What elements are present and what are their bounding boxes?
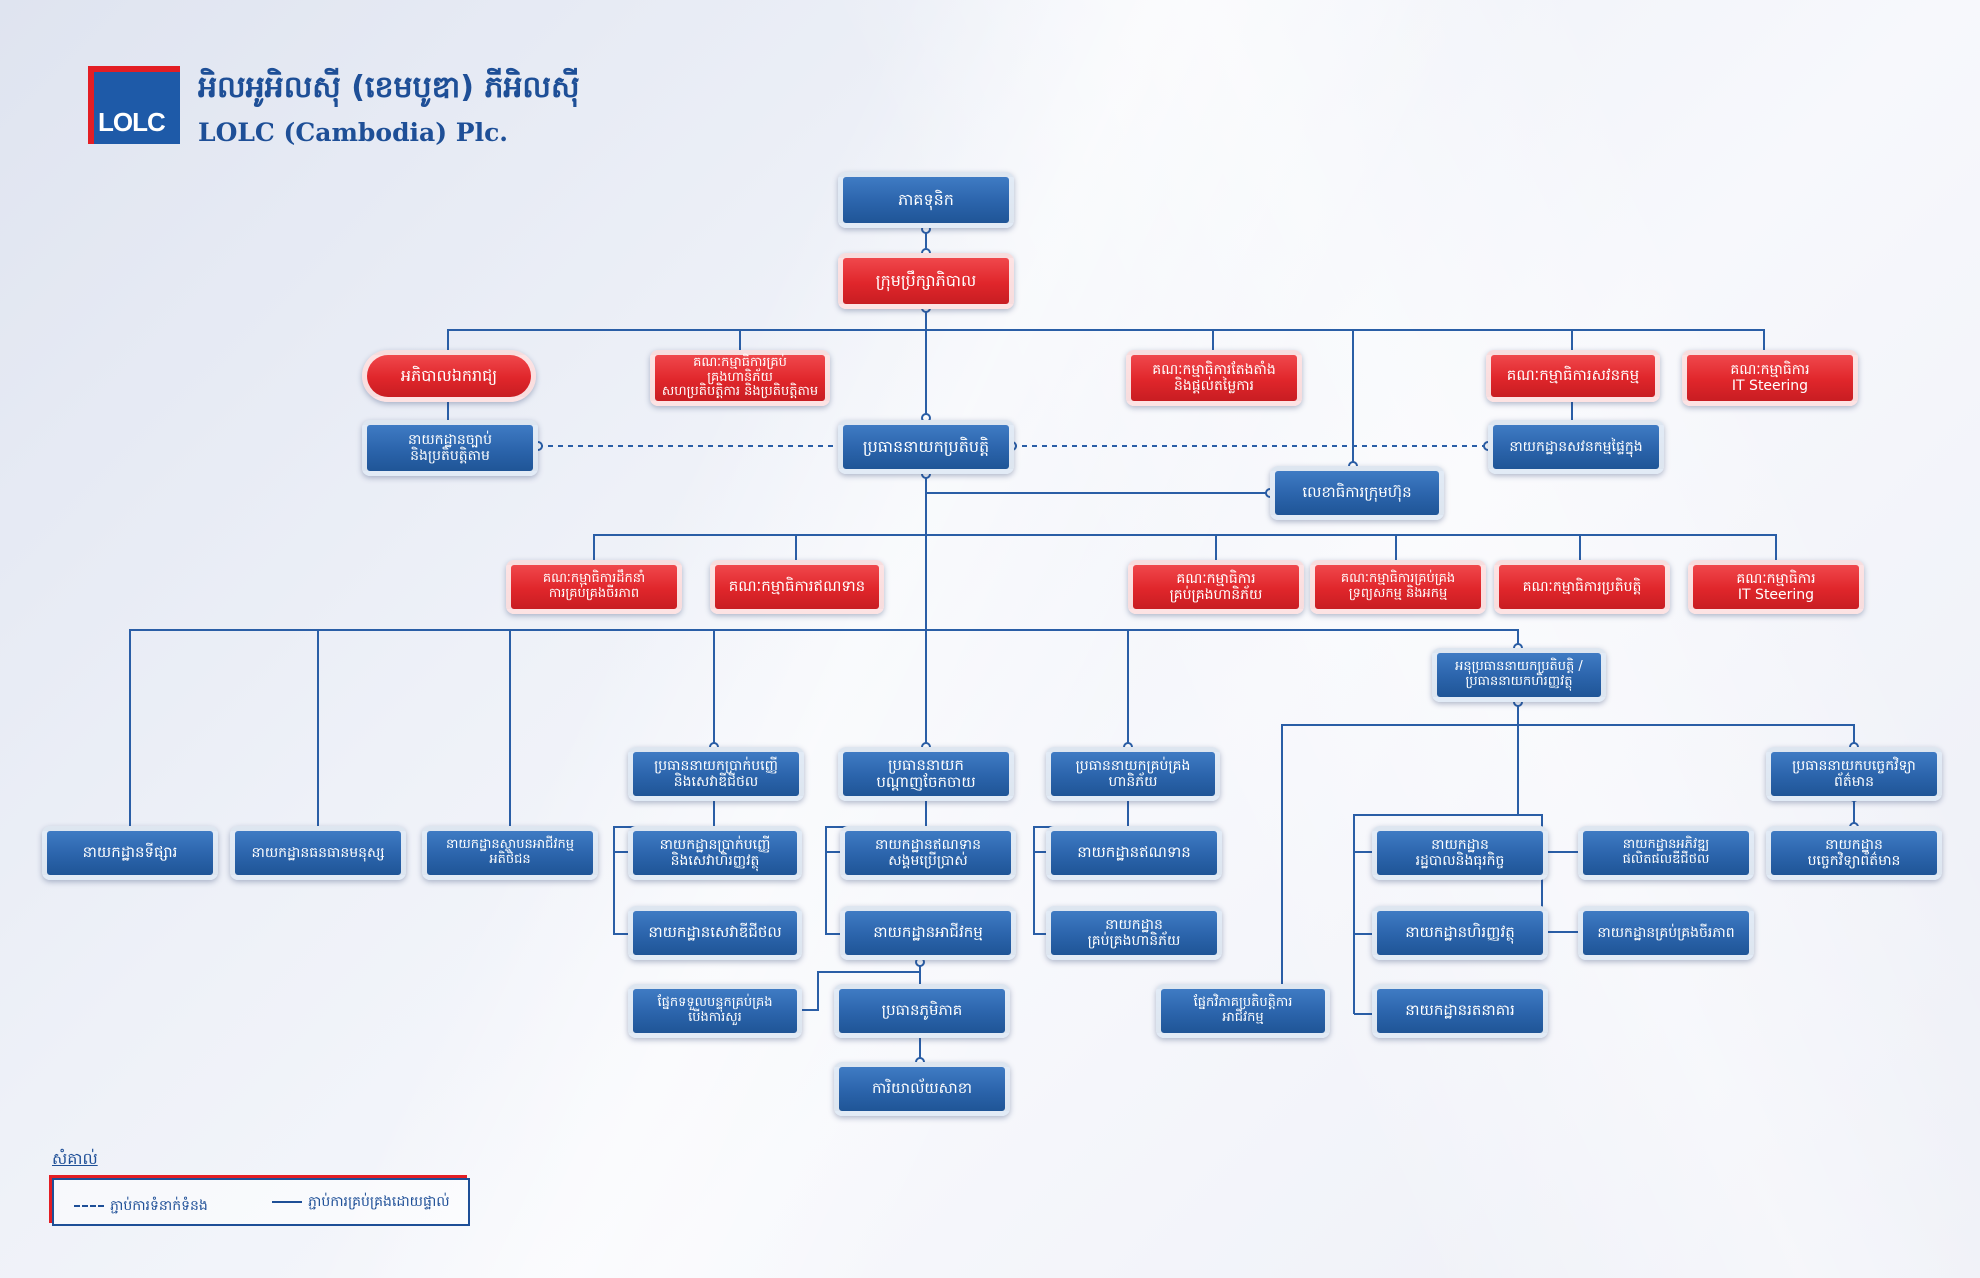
node-audit-committee[interactable]: គណៈកម្មាធិការសវនកម្ម (1486, 350, 1660, 402)
company-name-english: LOLC (Cambodia) Plc. (198, 118, 508, 147)
node-independent-director[interactable]: អភិបាលឯករាជ្យ (362, 350, 536, 402)
node-finance-dept[interactable]: នាយកដ្ឋានហិរញ្ញវត្ថុ (1372, 906, 1548, 960)
node-regional-head[interactable]: ប្រធានភូមិភាគ (834, 984, 1010, 1038)
legend-dashed-label: ភ្ជាប់ការទំនាក់ទំនង (110, 1198, 208, 1214)
legend-box: ភ្ជាប់ការទំនាក់ទំនង ភ្ជាប់ការគ្រប់គ្រងដោ… (52, 1178, 470, 1226)
dashed-line-icon (74, 1205, 104, 1207)
node-board-risk-committee[interactable]: គណៈកម្មាធិការគ្រប់គ្រងហានិភ័យ សហប្រតិបត្… (650, 350, 830, 406)
connector-board-committees (447, 329, 1765, 350)
node-credit-dept[interactable]: នាយកដ្ឋានឥណទាន (1046, 826, 1222, 880)
node-executive-committee[interactable]: គណៈកម្មាធិការប្រតិបត្តិ (1494, 560, 1670, 614)
node-nomination-committee[interactable]: គណៈកម្មាធិការតែងតាំង និងផ្តល់តម្លៃការ (1126, 350, 1302, 406)
legend-dashed-item: ភ្ជាប់ការទំនាក់ទំនង (74, 1196, 208, 1217)
node-head-deposits-digital[interactable]: ប្រធាននាយកប្រាក់បញ្ញើ និងសេវាឌីជីថល (628, 747, 804, 801)
node-head-it[interactable]: ប្រធាននាយកបច្ចេកវិទ្យា ព័ត៌មាន (1766, 747, 1942, 801)
connector-departments (129, 629, 1519, 826)
lolc-logo: LOLC (88, 66, 180, 144)
legend-title: សំគាល់ (52, 1149, 98, 1168)
node-customer-business-dept[interactable]: នាយកដ្ឋានស្ថាបនអាជីវកម្ម អតិថិជន (422, 826, 598, 880)
node-risk-management-committee[interactable]: គណៈកម្មាធិការ គ្រប់គ្រងហានិភ័យ (1128, 560, 1304, 614)
node-board-it-steering-committee[interactable]: គណៈកម្មាធិការ IT Steering (1682, 350, 1858, 406)
node-digital-product-dept[interactable]: នាយកដ្ឋានអភិវឌ្ឍ ផលិតផលឌីជីថល (1578, 826, 1754, 880)
node-shareholders[interactable]: ភាគទុនិក (838, 172, 1014, 228)
node-sustainability-dept[interactable]: នាយកដ្ឋានគ្រប់គ្រងចីរភាព (1578, 906, 1754, 960)
connector-mgmt-committees (593, 534, 1777, 560)
node-company-secretary[interactable]: លេខាធិការក្រុមហ៊ុន (1270, 466, 1444, 520)
node-branch-offices[interactable]: ការិយាល័យសាខា (834, 1062, 1010, 1116)
node-digital-services-dept[interactable]: នាយកដ្ឋានសេវាឌីជីថល (628, 906, 802, 960)
node-treasury-dept[interactable]: នាយកដ្ឋានរតនាគារ (1372, 984, 1548, 1038)
node-risk-management-dept[interactable]: នាយកដ្ឋាន គ្រប់គ្រងហានិភ័យ (1046, 906, 1222, 960)
node-management-it-steering-committee[interactable]: គណៈកម្មាធិការ IT Steering (1688, 560, 1864, 614)
node-legal-compliance-dept[interactable]: នាយកដ្ឋានច្បាប់ និងប្រតិបត្តិតាម (362, 420, 538, 476)
solid-line-icon (272, 1201, 302, 1203)
node-credit-committee[interactable]: គណៈកម្មាធិការឥណទាន (710, 560, 884, 614)
node-business-dept[interactable]: នាយកដ្ឋានអាជីវកម្ម (840, 906, 1016, 960)
node-ceo[interactable]: ប្រធាននាយកប្រតិបត្តិ (838, 420, 1014, 474)
connector-deputy-branches (1242, 724, 1855, 986)
node-business-analysis-unit[interactable]: ផ្នែកវិភាគប្រតិបត្តិការ អាជីវកម្ម (1156, 984, 1330, 1038)
node-deputy-ceo-cfo[interactable]: អនុប្រធាននាយកប្រតិបត្តិ / ប្រធាននាយកហិរញ… (1432, 648, 1606, 702)
node-marketing-dept[interactable]: នាយកដ្ឋានទីផ្សារ (42, 826, 218, 880)
logo-text: LOLC (98, 107, 166, 137)
legend-solid-item: ភ្ជាប់ការគ្រប់គ្រងដោយផ្ទាល់ (272, 1192, 450, 1213)
node-customer-care-unit[interactable]: ផ្នែកទទួលបន្ទុកគ្រប់គ្រង បើងការសួរ (628, 984, 802, 1038)
node-internal-audit-dept[interactable]: នាយកដ្ឋានសវនកម្មផ្ទៃក្នុង (1488, 420, 1664, 474)
node-board-of-directors[interactable]: ក្រុមប្រឹក្សាភិបាល (838, 253, 1014, 309)
legend-solid-label: ភ្ជាប់ការគ្រប់គ្រងដោយផ្ទាល់ (308, 1194, 450, 1210)
company-name-khmer: អិលអូអិលស៊ី (ខេមបូឌា) ភីអិលស៊ី (198, 70, 580, 105)
node-hr-dept[interactable]: នាយកដ្ឋានធនធានមនុស្ស (230, 826, 406, 880)
node-it-dept[interactable]: នាយកដ្ឋាន បច្ចេកវិទ្យាព័ត៌មាន (1766, 826, 1942, 880)
node-head-distribution-network[interactable]: ប្រធាននាយក បណ្តាញចែកចាយ (838, 747, 1014, 801)
node-admin-dept[interactable]: នាយកដ្ឋាន រដ្ឋបាលនិងធុរកិច្ច (1372, 826, 1548, 880)
connector-ceo-secretary (925, 472, 1268, 494)
node-alco-committee[interactable]: គណៈកម្មាធិការគ្រប់គ្រង ទ្រព្យសកម្ម និងអក… (1310, 560, 1486, 614)
node-governance-committee[interactable]: គណៈកម្មាធិការដឹកនាំ ការគ្រប់គ្រងចីរភាព (506, 560, 682, 614)
node-consumer-credit-dept[interactable]: នាយកដ្ឋានឥណទាន សង្គមប្រើប្រាស់ (840, 826, 1016, 880)
node-deposits-dept[interactable]: នាយកដ្ឋានប្រាក់បញ្ញើ និងសេវាហិរញ្ញវត្ថុ (628, 826, 802, 880)
node-head-risk[interactable]: ប្រធាននាយកគ្រប់គ្រង ហានិភ័យ (1046, 747, 1220, 801)
